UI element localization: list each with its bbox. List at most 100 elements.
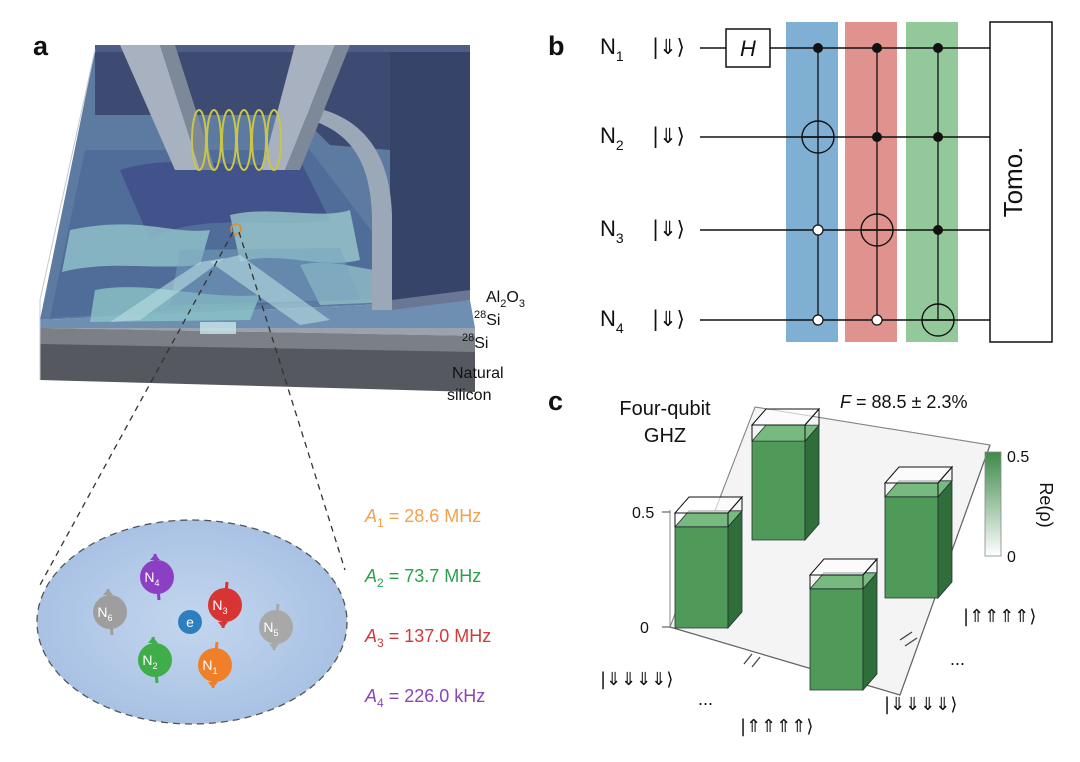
hadamard-label: H <box>740 36 756 61</box>
ghz-bar-measured-side <box>862 571 878 692</box>
qubit-state-4: |⇓⟩ <box>652 307 685 332</box>
hyperfine-label-1: A1 = 28.6 MHz <box>364 506 481 530</box>
ghz-bar-measured-side <box>937 479 953 600</box>
spin-label-base: N <box>212 597 222 613</box>
spin-label-base: N <box>97 604 107 620</box>
qubit-label-3: N3 <box>600 216 624 246</box>
qubit-label-sub: 2 <box>616 137 624 153</box>
panel-label-c: c <box>548 386 563 416</box>
axis-label-left: |⇓⇓⇓⇓⟩ <box>600 669 673 690</box>
ghz-bar-measured-front <box>884 496 939 599</box>
hyperfine-sub: 2 <box>377 576 384 590</box>
spin-label-sub: 3 <box>223 606 228 616</box>
ghz-bar-measured-side <box>804 424 820 542</box>
qubit-label-4: N4 <box>600 306 624 336</box>
ghz-bar-3 <box>808 557 879 692</box>
qubit-label-base: N <box>600 34 616 59</box>
spin-n3: N3 <box>208 581 242 629</box>
gate-band-2 <box>845 22 897 342</box>
hyperfine-sub: 3 <box>377 636 384 650</box>
ghz-bar-ideal-side <box>862 557 878 576</box>
spin-arrow-head <box>218 622 228 628</box>
spin-e: e <box>178 610 202 634</box>
control-closed <box>872 132 882 142</box>
qubit-label-base: N <box>600 216 616 241</box>
spin-label-sub: 1 <box>213 666 218 676</box>
spin-n6: N6 <box>93 588 127 636</box>
control-open <box>812 224 824 236</box>
spin-label-base: N <box>144 569 154 585</box>
qubit-state-3: |⇓⟩ <box>652 217 685 242</box>
hyperfine-symbol: A <box>364 506 377 526</box>
spin-label: N6 <box>97 604 112 623</box>
qubit-label-base: N <box>600 306 616 331</box>
ghz-title-line1: Four-qubit <box>619 398 711 420</box>
qubit-state-2: |⇓⟩ <box>652 124 685 149</box>
hadamard-gate <box>725 28 771 68</box>
spin-n1: N1 <box>198 641 232 689</box>
spin-ball <box>178 610 202 634</box>
ghz-bar-ideal-side <box>727 495 743 514</box>
fidelity-label: F = 88.5 ± 2.3% <box>840 392 967 412</box>
hyperfine-symbol: A <box>364 566 377 586</box>
control-closed <box>872 43 882 53</box>
spin-arrow-head <box>150 554 160 560</box>
control-closed <box>933 225 943 235</box>
control-open <box>871 314 883 326</box>
ghz-bar-measured-side <box>727 509 743 630</box>
hyperfine-value: = 137.0 MHz <box>384 626 492 646</box>
hyperfine-sub: 4 <box>377 696 384 710</box>
spin-label-base: N <box>263 619 273 635</box>
spin-arrow-head <box>148 637 158 643</box>
colorbar-max: 0.5 <box>1007 449 1029 466</box>
control-closed <box>933 132 943 142</box>
ghz-bar-ideal-side <box>937 465 953 484</box>
ghz-bar-2 <box>750 407 821 542</box>
spin-label-sub: 2 <box>153 661 158 671</box>
hyperfine-sub: 1 <box>377 516 384 530</box>
spin-ball <box>198 648 232 682</box>
hyperfine-label-3: A3 = 137.0 MHz <box>364 626 491 650</box>
layer-label-si28-top: 28Si <box>474 309 500 329</box>
ghz-bar-measured-front <box>809 588 864 691</box>
gate-band-1 <box>786 22 838 342</box>
control-closed <box>813 43 823 53</box>
spin-label-sub: 6 <box>108 613 113 623</box>
colorbar-label: Re(ρ) <box>1036 482 1056 527</box>
axis-label-right-dots: ... <box>950 649 965 669</box>
ghz-bar-measured-front <box>751 440 806 541</box>
spin-n2: N2 <box>138 636 172 684</box>
spin-ball <box>93 595 127 629</box>
panel-label-a: a <box>33 31 49 61</box>
ghz-title-line2: GHZ <box>644 425 686 447</box>
hyperfine-symbol: A <box>364 686 377 706</box>
qubit-label-sub: 3 <box>616 230 624 246</box>
axis-label-top-right: |⇑⇑⇑⇑⟩ <box>963 606 1036 627</box>
hyperfine-label-2: A2 = 73.7 MHz <box>364 566 481 590</box>
z-tick-0: 0 <box>640 620 649 637</box>
colorbar-min: 0 <box>1007 549 1016 566</box>
axis-label-bottom: |⇑⇑⇑⇑⟩ <box>740 716 813 737</box>
spin-arrow-head <box>269 644 279 650</box>
spin-label: e <box>186 614 194 630</box>
hyperfine-value: = 73.7 MHz <box>384 566 482 586</box>
spin-ball <box>140 560 174 594</box>
ghz-bar-4 <box>883 465 954 600</box>
qubit-label-sub: 4 <box>616 320 624 336</box>
spin-label-base: N <box>142 652 152 668</box>
spin-label: N1 <box>202 657 217 676</box>
tomography-label: Tomo. <box>998 147 1028 218</box>
hyperfine-value: = 28.6 MHz <box>384 506 482 526</box>
spin-arrow-head <box>103 589 113 595</box>
spin-label-base: N <box>202 657 212 673</box>
spin-ball <box>138 643 172 677</box>
ghz-bars <box>673 407 954 692</box>
spin-n5: N5 <box>259 603 293 651</box>
spin-label-base: e <box>186 614 194 630</box>
substrate-label-2: silicon <box>447 387 491 404</box>
qubit-label-2: N2 <box>600 123 624 153</box>
axis-label-left-dots: ... <box>698 689 713 709</box>
hyperfine-value: = 226.0 kHz <box>384 686 486 706</box>
